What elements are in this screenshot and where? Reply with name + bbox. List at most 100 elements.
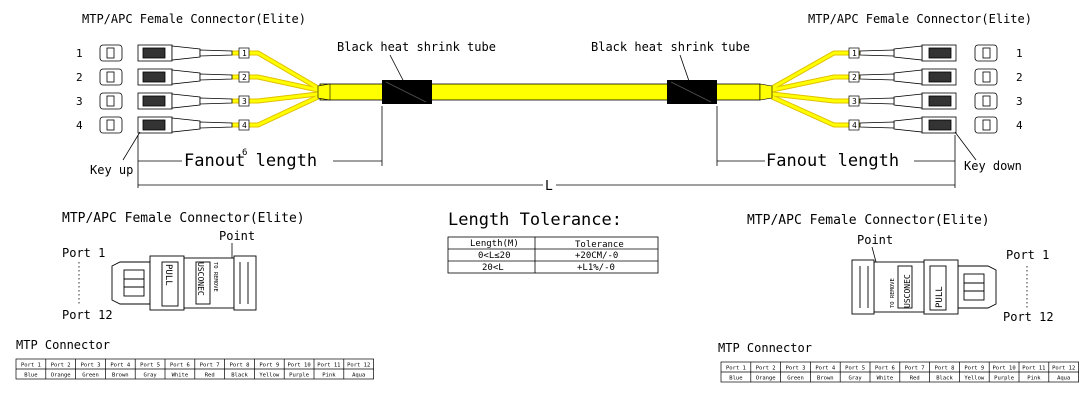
heat-shrink-hatch <box>385 81 427 103</box>
connectors-right <box>859 44 998 134</box>
mtp-port-label: Port 11 <box>1022 366 1045 372</box>
fanout-length-left: Fanout length <box>184 151 317 171</box>
mtp-port-label: Port 8 <box>230 363 250 369</box>
mtp-fiber-color: White <box>172 373 189 379</box>
detail-pull-text-right: PULL <box>935 286 945 308</box>
mtp-fiber-color: Aqua <box>1057 376 1070 382</box>
small-mark: 6 <box>242 148 247 158</box>
key-down-leader <box>954 131 977 161</box>
mtp-port-label: Port 5 <box>845 366 865 372</box>
mtp-fiber-color: Brown <box>817 376 834 382</box>
tolerance-header: Length(M) <box>470 239 519 249</box>
mtp-fiber-color: Green <box>82 373 99 379</box>
leg-tag-right: 1 <box>852 49 857 58</box>
point-label-left: Point <box>219 229 255 243</box>
mtp-fiber-color: Purple <box>289 373 309 379</box>
mtp-port-label: Port 10 <box>288 363 311 369</box>
mtp-fiber-color: Black <box>936 376 953 382</box>
mtp-fiber-color: Red <box>205 373 215 379</box>
heat-shrink-label-right: Black heat shrink tube <box>591 40 750 54</box>
detail-usconec-text-left: USCONEC <box>196 262 205 296</box>
tolerance-cell: +20CM/-0 <box>575 251 618 261</box>
tolerance-cell: 20<L <box>482 263 504 273</box>
connector-label-top-right: MTP/APC Female Connector(Elite) <box>808 12 1032 26</box>
connector-label-top-left: MTP/APC Female Connector(Elite) <box>82 12 306 26</box>
port1-label-right: Port 1 <box>1006 248 1049 262</box>
mtp-port-label: Port 9 <box>259 363 279 369</box>
mtp-fiber-color: Black <box>231 373 248 379</box>
mtp-port-label: Port 7 <box>905 366 925 372</box>
mtp-port-label: Port 2 <box>51 363 71 369</box>
mtp-fiber-color: Blue <box>24 373 37 379</box>
leader-line <box>389 54 406 85</box>
mtp-fiber-color: Pink <box>1027 376 1041 382</box>
key-down-label: Key down <box>964 159 1022 173</box>
fanout-legs-right <box>759 50 860 128</box>
fanout-dimension-right <box>716 106 956 188</box>
leg-tag-left: 1 <box>242 49 247 58</box>
leg-number-left: 4 <box>76 119 83 132</box>
mtp-fiber-color: Gray <box>143 373 157 379</box>
leg-number-left: 1 <box>76 47 83 60</box>
mtp-port-label: Port 8 <box>935 366 955 372</box>
key-up-label: Key up <box>90 163 133 177</box>
leg-number-left: 2 <box>76 71 83 84</box>
port1-label-left: Port 1 <box>62 246 105 260</box>
mtp-port-label: Port 12 <box>347 363 370 369</box>
mtp-fiber-color: Brown <box>112 373 129 379</box>
detail-title-left: MTP/APC Female Connector(Elite) <box>62 211 305 226</box>
mtp-port-label: Port 3 <box>81 363 101 369</box>
mtp-port-label: Port 2 <box>756 366 776 372</box>
point-leader-right <box>871 246 877 263</box>
mtp-fiber-color: Red <box>910 376 920 382</box>
total-length-label: L <box>545 179 553 194</box>
detail-title-right: MTP/APC Female Connector(Elite) <box>747 213 990 228</box>
mtp-fiber-color: Yellow <box>964 376 985 382</box>
mtp-fiber-color: Yellow <box>259 373 280 379</box>
tolerance-header: Tolerance <box>575 240 624 250</box>
port12-label-right: Port 12 <box>1003 310 1054 324</box>
mtp-port-label: Port 1 <box>726 366 746 372</box>
tolerance-table <box>447 236 659 274</box>
mtp-fiber-color: Aqua <box>352 373 365 379</box>
leader-line <box>679 54 691 85</box>
detail-remove-text-left: TO REMOVE <box>212 262 218 292</box>
mtp-table-title-left: MTP Connector <box>16 338 110 352</box>
detail-remove-text-right: TO REMOVE <box>890 278 896 308</box>
mtp-fiber-color: Orange <box>51 373 71 379</box>
leg-labels-right: 1 2 3 4 1 2 3 4 <box>848 47 1023 132</box>
leg-tag-right: 3 <box>852 97 857 106</box>
mtp-port-label: Port 3 <box>786 366 806 372</box>
fanout-legs-left <box>232 50 331 128</box>
fanout-dimension-left <box>137 106 383 188</box>
mtp-port-label: Port 7 <box>200 363 220 369</box>
detail-pull-text-left: PULL <box>163 264 173 286</box>
mtp-table-title-right: MTP Connector <box>718 341 812 355</box>
mtp-port-label: Port 9 <box>964 366 984 372</box>
tolerance-title: Length Tolerance: <box>448 210 622 230</box>
detail-connector-right <box>851 259 997 315</box>
leg-number-right: 1 <box>1016 47 1023 60</box>
leg-number-right: 3 <box>1016 95 1023 108</box>
leg-tag-left: 4 <box>242 121 247 130</box>
mtp-port-label: Port 6 <box>875 366 895 372</box>
leg-number-right: 2 <box>1016 71 1023 84</box>
mtp-port-label: Port 11 <box>317 363 340 369</box>
heat-shrink-hatch <box>670 81 712 103</box>
key-up-leader <box>122 131 141 161</box>
mtp-fiber-color: Gray <box>848 376 862 382</box>
leg-labels-left: 1 2 3 4 1 2 3 4 <box>76 47 250 132</box>
mtp-port-label: Port 12 <box>1052 366 1075 372</box>
mtp-port-label: Port 4 <box>110 363 131 369</box>
mtp-port-label: Port 6 <box>170 363 190 369</box>
tolerance-cell: 0<L≤20 <box>478 251 511 261</box>
mtp-fiber-color: Blue <box>729 376 742 382</box>
mtp-fiber-color: White <box>877 376 894 382</box>
mtp-port-label: Port 10 <box>993 366 1016 372</box>
mtp-port-label: Port 5 <box>140 363 160 369</box>
connectors-left <box>99 44 233 134</box>
port12-label-left: Port 12 <box>62 308 113 322</box>
